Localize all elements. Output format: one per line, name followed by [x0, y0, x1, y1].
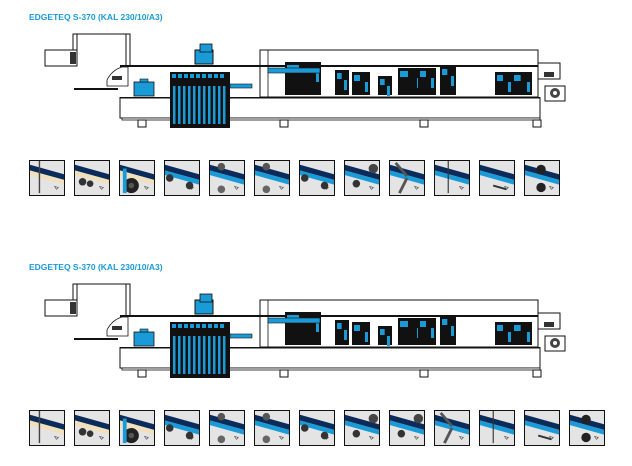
top-beam — [120, 65, 540, 67]
feed-arrow-icon — [53, 436, 59, 440]
feed-arrow-icon — [278, 186, 284, 190]
section-title: EDGETEQ S-370 (KAL 230/10/A3) — [29, 12, 163, 22]
feed-arrow-icon — [458, 436, 464, 440]
outfeed-motor — [537, 312, 561, 330]
edgebander-machine-diagram — [44, 33, 566, 128]
panel-edge — [435, 420, 469, 435]
feed-arrow-icon — [458, 186, 464, 190]
fine-trimming-icon — [299, 160, 335, 196]
panel-edge — [210, 420, 244, 435]
panel-edge — [390, 420, 424, 435]
machine-foot — [532, 369, 542, 378]
panel-edge — [480, 170, 514, 185]
feed-arrow-icon — [278, 436, 284, 440]
edge-coil-feed-icon — [119, 410, 155, 446]
pre-milling-icon — [29, 410, 65, 446]
machine-foot — [532, 119, 542, 128]
pressure-rollers-icon — [164, 160, 200, 196]
feed-arrow-icon — [53, 186, 59, 190]
glue-scraper-icon — [524, 410, 560, 446]
panel-edge — [75, 420, 109, 435]
machine-foot — [137, 369, 147, 378]
profile-scraper-icon — [389, 160, 425, 196]
panel-edge — [525, 170, 559, 185]
panel-edge — [480, 420, 514, 435]
pressure-rollers-icon — [164, 410, 200, 446]
work-table — [120, 347, 540, 349]
buffing-icon — [569, 410, 605, 446]
pre-milling-icon — [29, 160, 65, 196]
infeed-fence — [74, 338, 118, 340]
buffing-icon — [524, 160, 560, 196]
machine-foot — [279, 119, 289, 128]
panel-edge — [345, 170, 379, 185]
outfeed-motor — [537, 62, 561, 80]
panel-edge — [390, 170, 424, 185]
feed-arrow-icon — [143, 186, 149, 190]
section-title: EDGETEQ S-370 (KAL 230/10/A3) — [29, 262, 163, 272]
machine-foot — [419, 369, 429, 378]
feed-arrow-icon — [548, 186, 554, 190]
feed-arrow-icon — [368, 436, 374, 440]
end-trimming-icon — [209, 410, 245, 446]
edge-coil-feed-icon — [119, 160, 155, 196]
panel-edge — [30, 420, 64, 435]
machine-foot — [279, 369, 289, 378]
machine-section-2: EDGETEQ S-370 (KAL 230/10/A3) — [0, 250, 632, 466]
end-trimming-saw-icon — [254, 410, 290, 446]
panel-edge — [570, 420, 604, 435]
support-arm — [72, 283, 131, 316]
feed-arrow-icon — [503, 186, 509, 190]
panel-edge — [345, 420, 379, 435]
feed-arrow-icon — [503, 436, 509, 440]
panel-edge — [255, 420, 289, 435]
corner-rounding-2-icon — [389, 410, 425, 446]
control-panel — [44, 49, 78, 67]
glue-pot — [133, 331, 155, 347]
feed-arrow-icon — [368, 186, 374, 190]
glue-scraper-icon — [479, 160, 515, 196]
panel-edge — [435, 170, 469, 185]
corner-rounding-icon — [344, 160, 380, 196]
feed-arrow-icon — [98, 186, 104, 190]
feed-arrow-icon — [233, 186, 239, 190]
machine-foot — [137, 119, 147, 128]
profile-scraper-icon — [434, 410, 470, 446]
panel-edge — [120, 170, 154, 185]
edgebander-machine-diagram — [44, 283, 566, 378]
top-beam — [120, 315, 540, 317]
panel-edge — [210, 170, 244, 185]
infeed-fence — [74, 88, 118, 90]
fine-trimming-icon — [299, 410, 335, 446]
panel-edge — [300, 170, 334, 185]
panel-edge — [30, 170, 64, 185]
feed-arrow-icon — [413, 186, 419, 190]
end-trimming-saw-icon — [254, 160, 290, 196]
feed-arrow-icon — [233, 436, 239, 440]
machine-foot — [419, 119, 429, 128]
panel-edge — [120, 420, 154, 435]
feed-arrow-icon — [593, 436, 599, 440]
control-panel — [44, 299, 78, 317]
support-arm — [72, 33, 131, 66]
panel-edge — [75, 170, 109, 185]
glue-unit-icon — [74, 410, 110, 446]
panel-edge — [300, 420, 334, 435]
flat-scraper-icon — [434, 160, 470, 196]
panel-edge — [165, 170, 199, 185]
panel-edge — [525, 420, 559, 435]
feed-arrow-icon — [143, 436, 149, 440]
feed-arrow-icon — [98, 436, 104, 440]
panel-edge — [255, 170, 289, 185]
work-table — [120, 97, 540, 99]
end-trimming-icon — [209, 160, 245, 196]
glue-pot — [133, 81, 155, 97]
machine-section-1: EDGETEQ S-370 (KAL 230/10/A3) — [29, 12, 566, 196]
feed-arrow-icon — [413, 436, 419, 440]
glue-unit-icon — [74, 160, 110, 196]
corner-rounding-icon — [344, 410, 380, 446]
flat-scraper-icon — [479, 410, 515, 446]
panel-edge — [165, 420, 199, 435]
feed-arrow-icon — [548, 436, 554, 440]
